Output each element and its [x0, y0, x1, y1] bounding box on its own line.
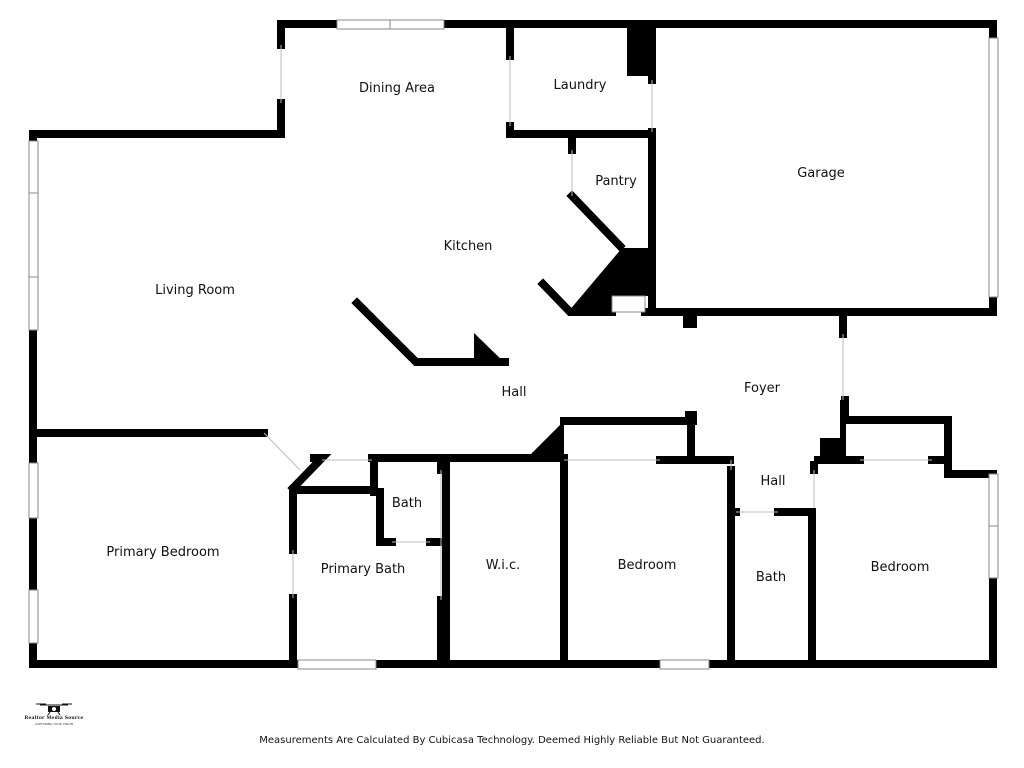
label-living-room: Living Room: [155, 283, 235, 298]
windows: [28, 19, 999, 670]
label-primary-bath: Primary Bath: [321, 562, 406, 577]
label-wic: W.i.c.: [486, 558, 521, 573]
label-garage: Garage: [797, 166, 845, 181]
label-hall-main: Hall: [502, 385, 527, 400]
logo-tagline: CAPTURING YOUR VISION: [34, 722, 74, 726]
wall-blocks: [474, 28, 846, 460]
label-dining-area: Dining Area: [359, 81, 435, 96]
logo-name: Realtor Media Source: [24, 716, 84, 721]
label-primary-bedroom: Primary Bedroom: [106, 545, 219, 560]
measurement-disclaimer: Measurements Are Calculated By Cubicasa …: [259, 735, 765, 746]
label-bath-primary-wc: Bath: [392, 496, 422, 511]
label-bedroom-center: Bedroom: [618, 558, 677, 573]
label-kitchen: Kitchen: [444, 239, 493, 254]
realtor-media-source-logo: Realtor Media Source CAPTURING YOUR VISI…: [22, 702, 86, 728]
label-bedroom-right: Bedroom: [871, 560, 930, 575]
label-foyer: Foyer: [744, 381, 781, 396]
room-labels: Dining Area Laundry Garage Pantry Kitche…: [106, 78, 929, 585]
label-bath-hall: Bath: [756, 570, 786, 585]
walls: [29, 20, 997, 668]
label-pantry: Pantry: [595, 174, 637, 189]
door-openings: [263, 45, 932, 600]
drone-camera-icon: [36, 703, 72, 716]
label-hall-small: Hall: [761, 474, 786, 489]
label-laundry: Laundry: [554, 78, 607, 93]
